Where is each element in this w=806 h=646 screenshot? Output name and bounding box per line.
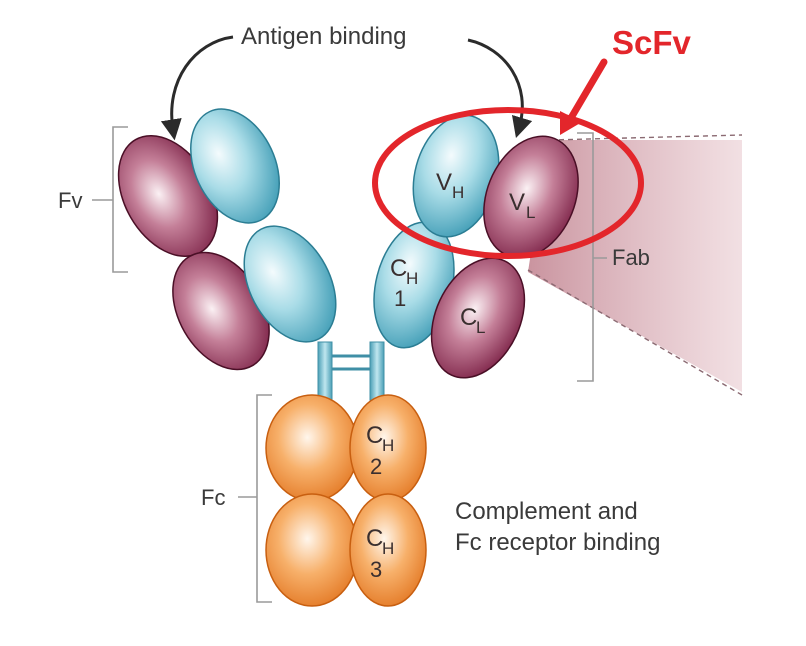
fab-label: Fab [612, 245, 650, 270]
svg-text:H: H [382, 436, 394, 455]
svg-text:1: 1 [394, 286, 406, 311]
cl-label: C L [460, 304, 485, 337]
svg-text:C: C [460, 304, 477, 331]
complement-label-line1: Complement and [455, 498, 638, 525]
vl-label: V L [509, 189, 535, 222]
fv-bracket [92, 126, 128, 273]
ch3-label: C H 3 [366, 525, 394, 582]
svg-text:C: C [366, 422, 383, 449]
svg-text:V: V [509, 189, 525, 216]
fab-zoom-wedge [528, 140, 742, 392]
right-cl-domain [430, 257, 526, 379]
svg-text:3: 3 [370, 557, 382, 582]
hinge-left [317, 341, 333, 401]
svg-text:L: L [526, 203, 535, 222]
left-vh-domain [190, 108, 280, 224]
fc-bracket [238, 394, 272, 603]
antigen-arrow-right [467, 38, 533, 139]
antigen-arrow-left [160, 35, 234, 141]
ch1-label: C H 1 [390, 255, 418, 311]
scfv-label: ScFv [612, 24, 692, 61]
ch2-label: C H 2 [366, 422, 394, 479]
svg-text:L: L [476, 318, 485, 337]
scfv-pointer-arrowhead [560, 111, 582, 135]
svg-text:2: 2 [370, 454, 382, 479]
right-ch3-domain [349, 493, 427, 607]
complement-label-line2: Fc receptor binding [455, 529, 660, 556]
svg-text:H: H [406, 269, 418, 288]
scfv-highlight-ellipse [372, 107, 644, 259]
svg-text:H: H [452, 183, 464, 202]
left-ch1-domain [243, 225, 337, 343]
fc-label: Fc [201, 485, 225, 510]
svg-text:C: C [366, 525, 383, 552]
antigen-binding-label: Antigen binding [241, 23, 406, 50]
fv-label: Fv [58, 188, 82, 213]
svg-text:H: H [382, 539, 394, 558]
svg-text:C: C [390, 255, 407, 282]
svg-text:V: V [436, 169, 452, 196]
fab-bracket [577, 132, 607, 382]
scfv-pointer-shaft [567, 58, 608, 122]
left-ch3-domain [265, 493, 359, 607]
left-ch2-domain [265, 394, 359, 502]
fab-zoom-dash-top [549, 134, 743, 141]
hinge-right [369, 341, 385, 401]
vh-label: V H [436, 169, 464, 202]
